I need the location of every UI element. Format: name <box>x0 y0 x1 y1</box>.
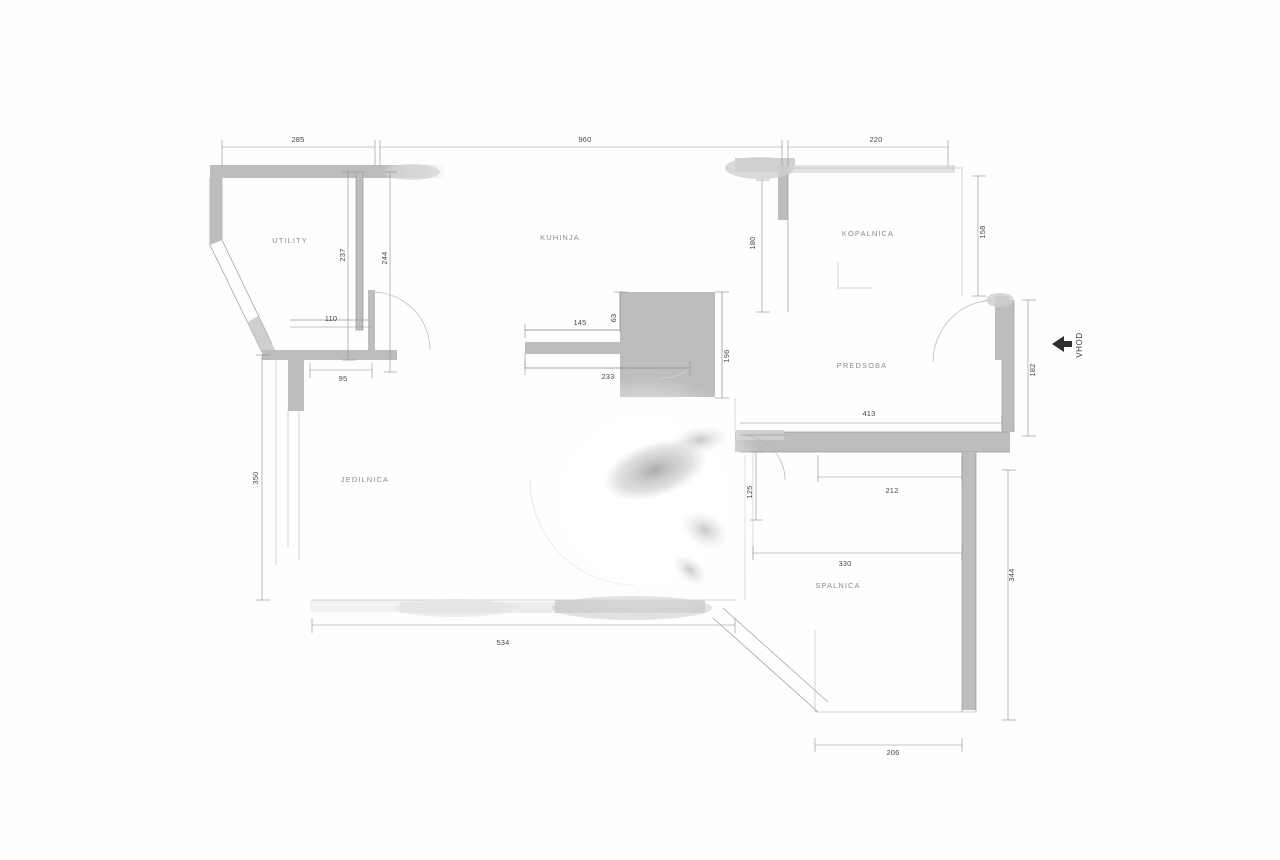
dim-237-line <box>342 171 356 361</box>
wall-bath-left-stub <box>778 165 788 220</box>
dimension-196: 196 <box>722 349 731 362</box>
dimension-413: 413 <box>862 409 875 418</box>
wall-utility-inner <box>221 178 273 345</box>
dim-145-line <box>524 324 620 338</box>
dim-196-line <box>715 291 729 399</box>
dimension-line-group <box>221 140 1036 752</box>
dimension-158: 158 <box>978 225 987 238</box>
dimension-label-group: 285 960 220 237 244 110 95 350 534 145 63 233 196 180… <box>251 135 1037 757</box>
dim-95-line <box>309 363 373 378</box>
door-jamb-utility <box>368 290 375 350</box>
dimension-212: 212 <box>885 486 898 495</box>
dimension-180: 180 <box>748 236 757 249</box>
door-arc-entrance <box>932 299 996 363</box>
dim-344-line <box>1002 469 1016 721</box>
dim-350-line <box>256 354 270 601</box>
dimension-960: 960 <box>578 135 591 144</box>
dimension-244: 244 <box>380 251 389 264</box>
dimension-534: 534 <box>496 638 509 647</box>
dimension-330: 330 <box>838 559 851 568</box>
wall-utility-left <box>210 165 222 245</box>
room-label-utility: UTILITY <box>272 236 308 245</box>
wall-top-left <box>210 165 385 178</box>
dimension-182: 182 <box>1028 363 1037 376</box>
room-label-jedilnica: JEDILNICA <box>341 475 389 484</box>
smudge-bottom-2 <box>395 599 515 617</box>
wall-bedroom-right <box>962 452 976 710</box>
dimension-350: 350 <box>251 471 260 484</box>
dim-330-line <box>752 546 963 560</box>
dim-244-line <box>384 171 397 373</box>
wall-utility-bottom <box>262 350 397 360</box>
scan-artifact-group <box>384 157 1014 625</box>
wall-bath-outline <box>788 167 963 296</box>
wall-bath-fixture <box>837 262 872 289</box>
dim-534-line <box>311 618 736 633</box>
dimension-285: 285 <box>291 135 304 144</box>
wall-right-entry <box>1002 300 1014 432</box>
dim-top-960-line <box>379 140 783 166</box>
smudge-blob-4 <box>672 554 708 586</box>
room-label-spalnica: SPALNICA <box>815 581 860 590</box>
room-label-kuhinja: KUHINJA <box>540 233 580 242</box>
dim-206-line <box>814 738 963 752</box>
dim-182-line <box>1022 299 1036 437</box>
line-bedroom-diagonal-outer <box>712 617 819 713</box>
dimension-237: 237 <box>338 248 347 261</box>
dim-top-285-line <box>221 140 376 166</box>
smudge-top-left <box>384 164 440 180</box>
dimension-206: 206 <box>886 748 899 757</box>
dimension-63: 63 <box>609 314 618 323</box>
smudge-blob-2 <box>680 510 730 550</box>
smudge-top <box>725 157 795 179</box>
smudge-entry <box>986 293 1014 307</box>
left-arrow-icon <box>1052 336 1072 352</box>
dimension-110: 110 <box>325 314 338 323</box>
dim-top-220-line <box>787 140 949 166</box>
wall-kitchen-counter <box>525 342 695 354</box>
wall-utility-partition-outline <box>355 171 364 331</box>
dimension-145: 145 <box>573 318 586 327</box>
dim-180-line <box>756 179 770 313</box>
smudge-blob-1 <box>601 438 709 502</box>
wall-utility-diag-seg <box>248 316 276 352</box>
dimension-233: 233 <box>601 372 614 381</box>
entrance-marker: VHOD <box>1052 332 1084 358</box>
dim-158-line <box>972 175 986 297</box>
room-label-kopalnica: KOPALNICA <box>842 229 894 238</box>
smudge-blob-3 <box>670 425 730 455</box>
dim-212-line <box>817 455 963 482</box>
smudge-bottom <box>552 596 712 620</box>
room-label-predsoba: PREDSOBA <box>837 361 887 370</box>
dimension-220: 220 <box>869 135 882 144</box>
wall-bath-top <box>790 165 955 173</box>
wall-utility-partition <box>356 172 363 330</box>
wall-hall-bottom <box>805 432 1010 452</box>
dim-233-line <box>524 361 691 375</box>
entrance-label: VHOD <box>1075 332 1084 358</box>
dim-125-line <box>750 451 763 521</box>
dim-413-line <box>740 416 1003 430</box>
dimension-344: 344 <box>1007 568 1016 581</box>
wall-dining-left-stub <box>288 356 304 411</box>
line-bedroom-diagonal-inner <box>722 607 829 703</box>
dimension-125: 125 <box>745 485 754 498</box>
dim-63-line <box>614 291 628 332</box>
entrance-door-leaf <box>995 305 1003 360</box>
dimension-95: 95 <box>339 374 348 383</box>
room-label-group: UTILITY KUHINJA KOPALNICA PREDSOBA JEDILNICA… <box>272 229 894 590</box>
door-arc-utility <box>371 291 431 351</box>
